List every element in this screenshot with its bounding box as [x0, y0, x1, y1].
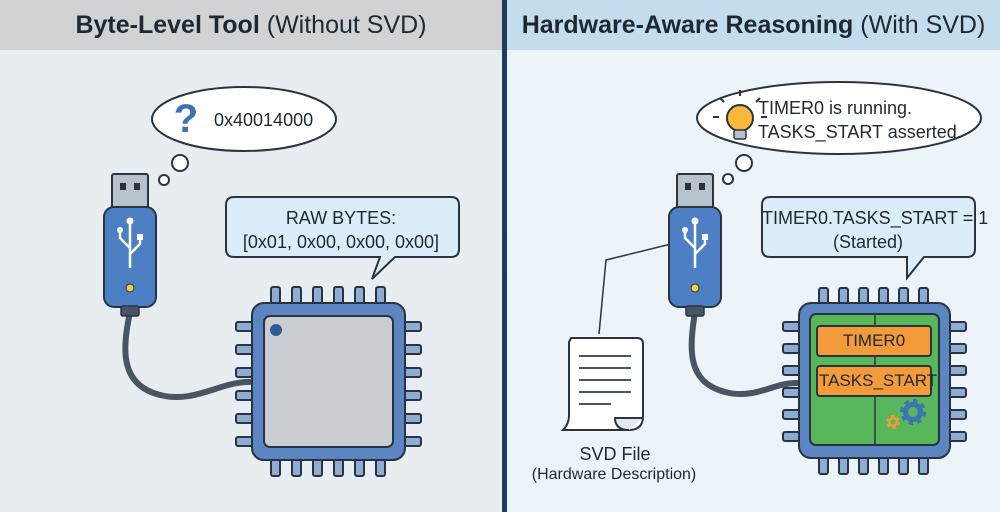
register-tasks-start-label: TASKS_START: [819, 371, 938, 390]
register-tasks-start: [816, 365, 932, 397]
usb-cable: [688, 309, 800, 397]
right-panel: Hardware-Aware Reasoning (With SVD): [507, 0, 1000, 512]
thought-address: 0x40014000: [214, 110, 314, 130]
raw-bytes-label: RAW BYTES: [0x01, 0x00, 0x00, 0x00]: [225, 206, 457, 254]
right-thought-text: TIMER0 is running. TASKS_START asserted.: [758, 96, 962, 144]
left-speech-bubble: [225, 196, 460, 280]
register-status: (Started): [832, 232, 904, 252]
register-assignment: TIMER0.TASKS_START = 1: [762, 208, 989, 228]
svd-file-label: SVD File: [579, 444, 651, 464]
left-chip: [251, 302, 406, 461]
gear-icon: [886, 399, 926, 429]
question-mark-icon: ?: [174, 97, 198, 141]
right-speech-bubble: [761, 196, 976, 281]
lightbulb-icon: [713, 90, 767, 140]
register-timer0: [816, 325, 932, 357]
raw-bytes-values: [0x01, 0x00, 0x00, 0x00]: [242, 232, 440, 252]
right-title-bold: Hardware-Aware Reasoning: [521, 10, 854, 39]
right-title-rest: (With SVD): [860, 10, 986, 39]
thought-line-1: TIMER0 is running.: [758, 98, 913, 118]
left-title-rest: (Without SVD): [266, 10, 427, 39]
right-panel-header: Hardware-Aware Reasoning (With SVD): [507, 0, 1000, 50]
left-title-bold: Byte-Level Tool: [75, 10, 260, 39]
left-illustration: ?: [103, 86, 460, 477]
right-thought-bubble: [696, 81, 982, 185]
thought-line-2: TASKS_START asserted.: [758, 122, 962, 142]
left-panel: Byte-Level Tool (Without SVD) ?: [0, 0, 502, 512]
right-speech-text: TIMER0.TASKS_START = 1 (Started): [762, 206, 989, 254]
right-illustration: [560, 81, 982, 475]
usb-stick-icon: [103, 173, 157, 317]
usb-stick-icon: [668, 173, 722, 317]
raw-bytes-title: RAW BYTES:: [285, 208, 397, 228]
svd-file-description: (Hardware Description): [531, 466, 697, 483]
document-scroll-icon: [560, 337, 644, 431]
left-thought-bubble: [151, 86, 337, 186]
register-timer0-label: TIMER0: [842, 331, 906, 350]
svd-link-line: [598, 242, 676, 335]
left-panel-header: Byte-Level Tool (Without SVD): [0, 0, 502, 50]
usb-cable: [122, 309, 256, 400]
